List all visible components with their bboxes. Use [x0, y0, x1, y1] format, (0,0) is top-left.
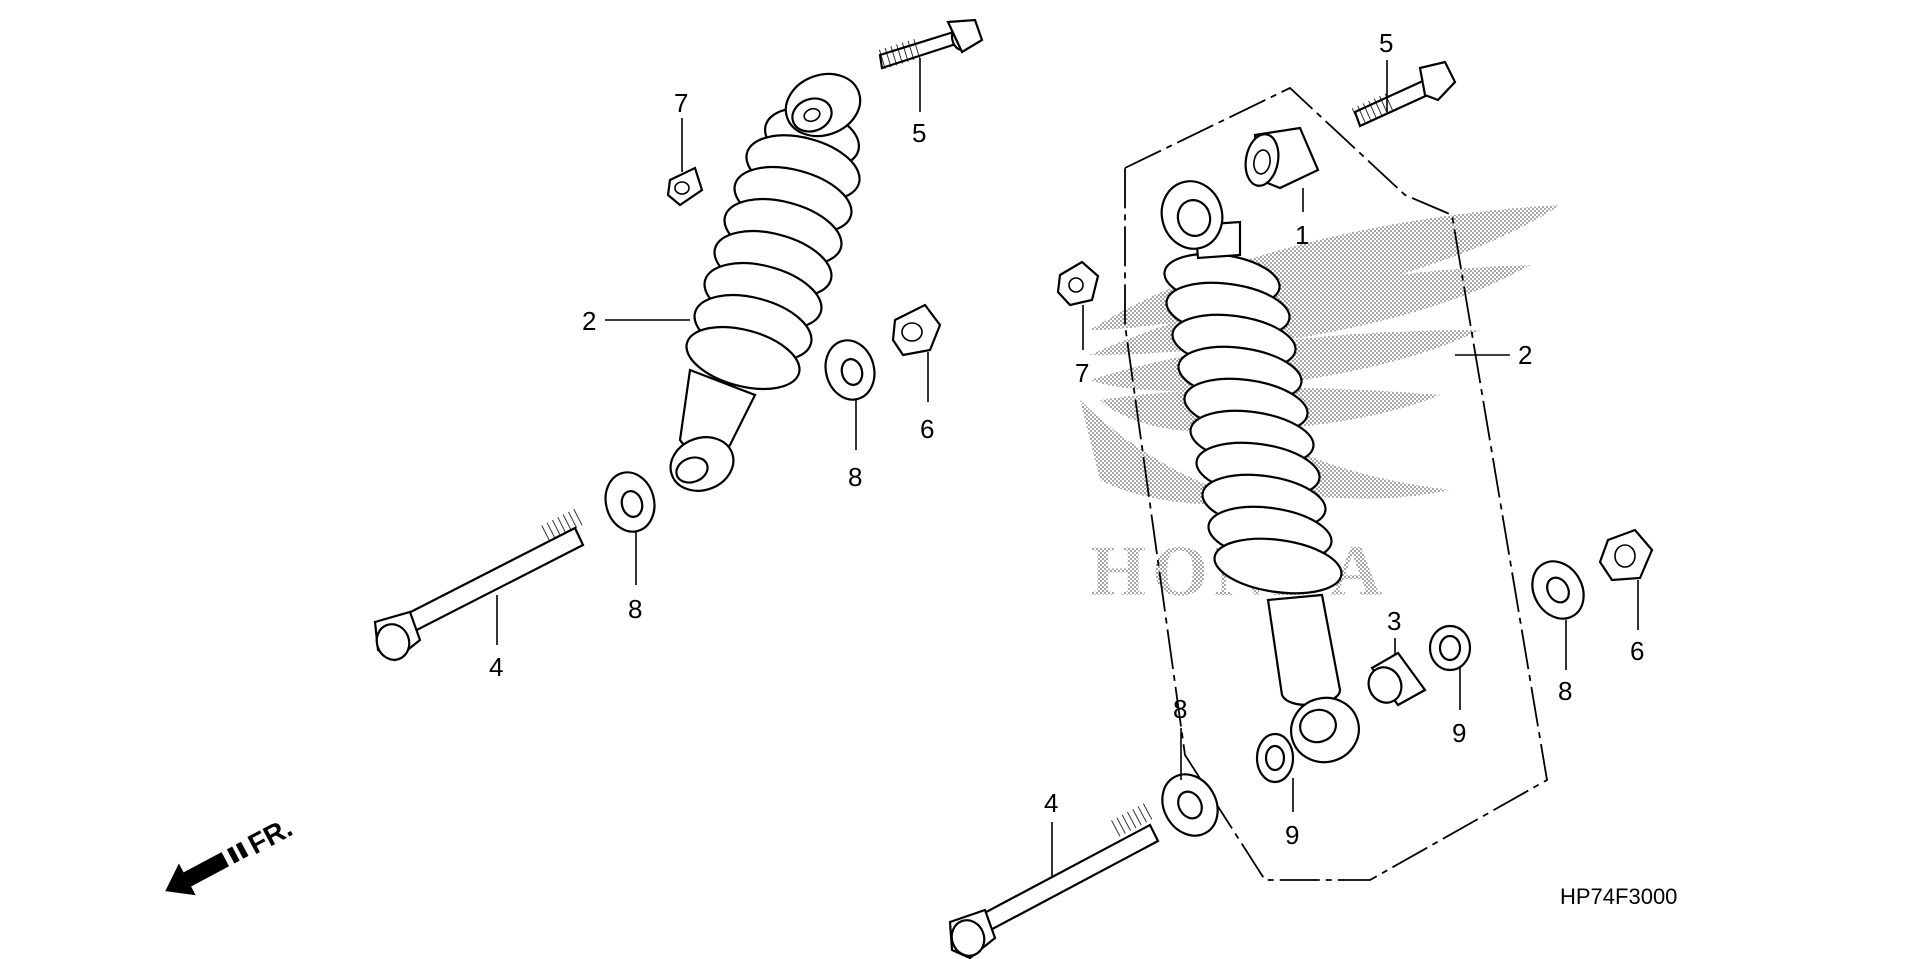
callout-right-bolt-5: 5 [1379, 28, 1393, 58]
left-bolt-4 [373, 507, 585, 662]
callout-left-bolt-4: 4 [489, 652, 503, 682]
left-nut-6 [891, 303, 942, 357]
left-nut-7 [666, 166, 704, 207]
callout-left-washer-8-lower: 8 [628, 594, 642, 624]
right-bush-1 [1244, 126, 1320, 190]
callout-left-bolt-5: 5 [912, 118, 926, 148]
callout-left-washer-8-upper: 8 [848, 462, 862, 492]
callout-left-nut-6: 6 [920, 414, 934, 444]
front-direction-indicator: FR. [165, 812, 297, 896]
left-shock-bottom-eye [669, 436, 735, 492]
callout-left-nut-7: 7 [674, 88, 688, 118]
right-shock-top-eye [1160, 180, 1242, 260]
diagram-code: HP74F3000 [1560, 884, 1677, 909]
callout-right-washer-8-upper: 8 [1558, 676, 1572, 706]
callout-right-bolt-4: 4 [1044, 788, 1058, 818]
right-bush-9-lower [1255, 732, 1295, 784]
callout-right-nut-7: 7 [1075, 358, 1089, 388]
front-arrow-icon [165, 852, 230, 896]
right-collar-3 [1367, 651, 1427, 707]
left-bolt-5 [877, 18, 984, 70]
callout-right-bush-9-lower: 9 [1285, 820, 1299, 850]
leader-lines [496, 58, 1639, 878]
callout-right-bush-9-upper: 9 [1452, 718, 1466, 748]
callout-right-bush-1: 1 [1295, 220, 1309, 250]
right-nut-7 [1056, 260, 1100, 307]
right-bolt-4 [948, 801, 1160, 959]
right-shock-bottom-eye [1290, 696, 1360, 764]
right-shock-spring [1163, 252, 1343, 595]
callout-right-shock-2: 2 [1518, 340, 1532, 370]
right-bolt-5 [1350, 60, 1457, 128]
left-shock-spring [685, 107, 861, 391]
right-washer-8-lower [1161, 773, 1219, 837]
right-washer-8-upper [1531, 560, 1585, 620]
left-washer-8-lower [604, 471, 656, 533]
right-shock-absorber [1160, 180, 1360, 764]
left-shock-top-eye [784, 72, 862, 138]
left-washer-8-upper [824, 339, 876, 401]
callout-left-shock-2: 2 [582, 306, 596, 336]
wing-body [1080, 400, 1250, 504]
callout-numbers: 5 7 2 6 8 8 4 5 1 7 2 3 9 9 8 6 8 4 [489, 28, 1644, 850]
callout-right-collar-3: 3 [1387, 606, 1401, 636]
right-shock-lower-body [1266, 593, 1342, 707]
right-nut-6 [1598, 528, 1654, 582]
front-label: FR. [243, 812, 297, 861]
callout-right-nut-6: 6 [1630, 636, 1644, 666]
assembly-boundary-frame [1124, 86, 1548, 881]
callout-right-washer-8-lower: 8 [1173, 694, 1187, 724]
right-bush-9-upper [1428, 624, 1472, 672]
left-shock-absorber [669, 72, 862, 492]
